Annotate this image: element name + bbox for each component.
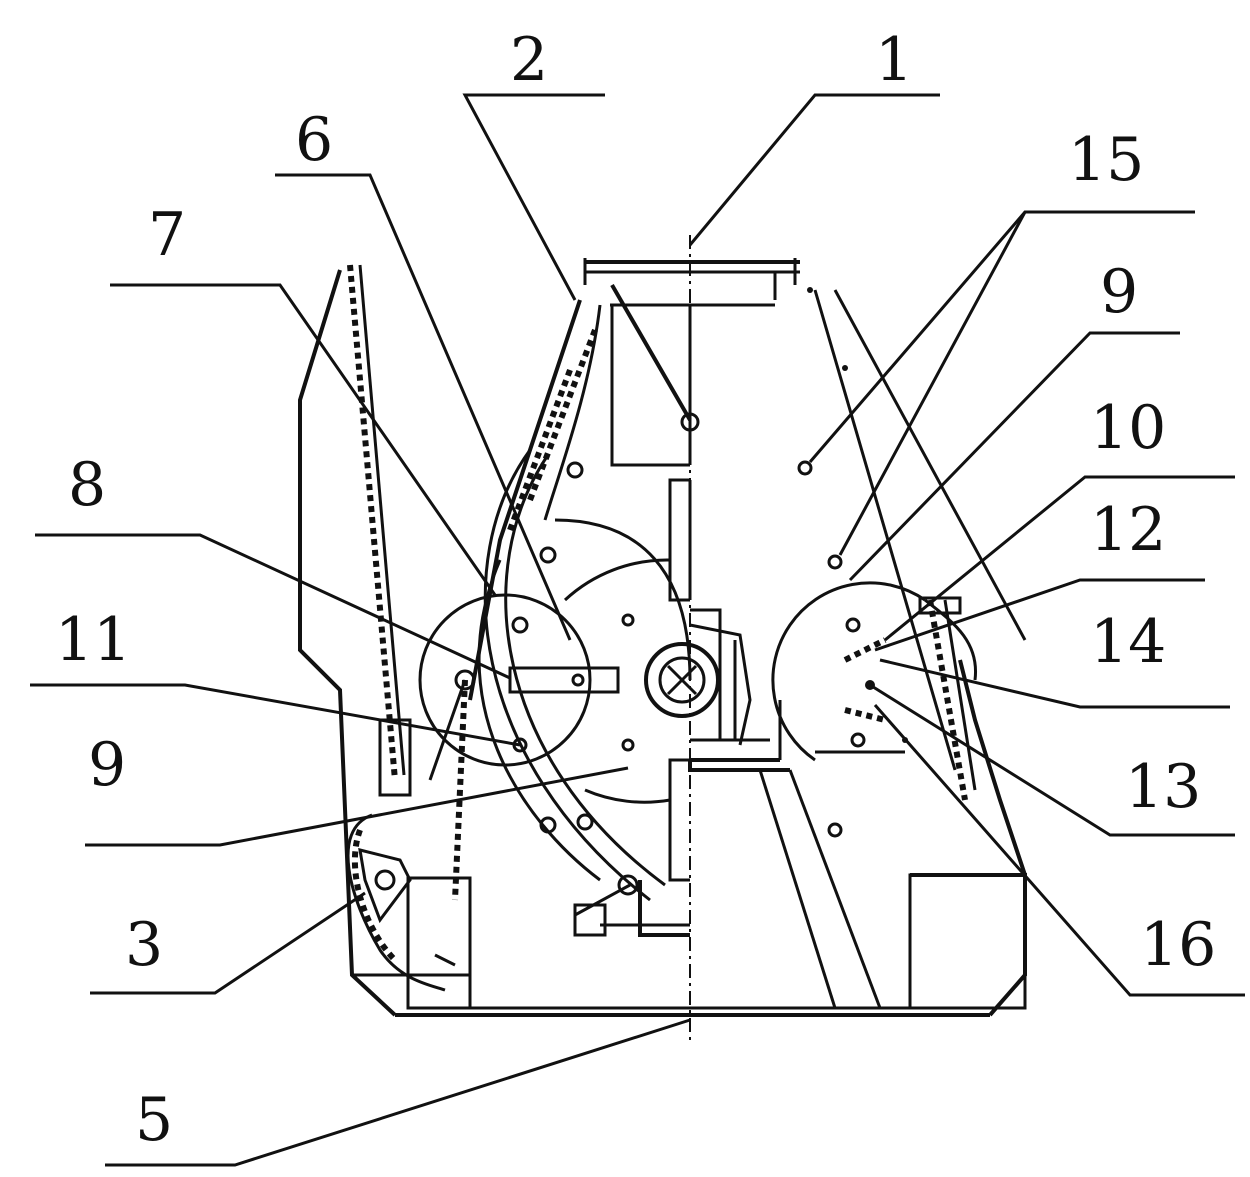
leader-lines	[30, 93, 1245, 1167]
label-part-3: 3	[125, 910, 164, 980]
label-part-7: 7	[148, 200, 187, 270]
right-adjust-rod	[918, 596, 977, 801]
main-shaft	[644, 623, 752, 746]
label-part-15: 15	[1068, 125, 1145, 195]
label-part-10: 10	[1090, 393, 1167, 463]
label-part-16: 16	[1140, 910, 1217, 980]
label-part-12: 12	[1090, 495, 1167, 565]
label-part-11: 11	[55, 605, 132, 675]
label-part-13: 13	[1125, 752, 1202, 822]
left-screen-hammers	[507, 328, 690, 937]
label-part-2: 2	[510, 25, 549, 95]
label-part-14: 14	[1090, 607, 1167, 677]
label-part-8: 8	[68, 450, 107, 520]
bolt-holes	[797, 287, 848, 838]
label-part-6: 6	[295, 105, 334, 175]
left-chain	[346, 264, 468, 992]
housing-outline	[298, 269, 1027, 1017]
right-rotor	[771, 581, 978, 762]
left-rotor	[418, 449, 692, 902]
label-part-5: 5	[135, 1085, 174, 1155]
label-part-1: 1	[875, 25, 914, 95]
crushing-chamber	[468, 289, 1027, 1009]
label-part-9-lower: 9	[88, 730, 127, 800]
label-part-9-upper: 9	[1100, 257, 1139, 327]
hopper	[583, 258, 800, 467]
